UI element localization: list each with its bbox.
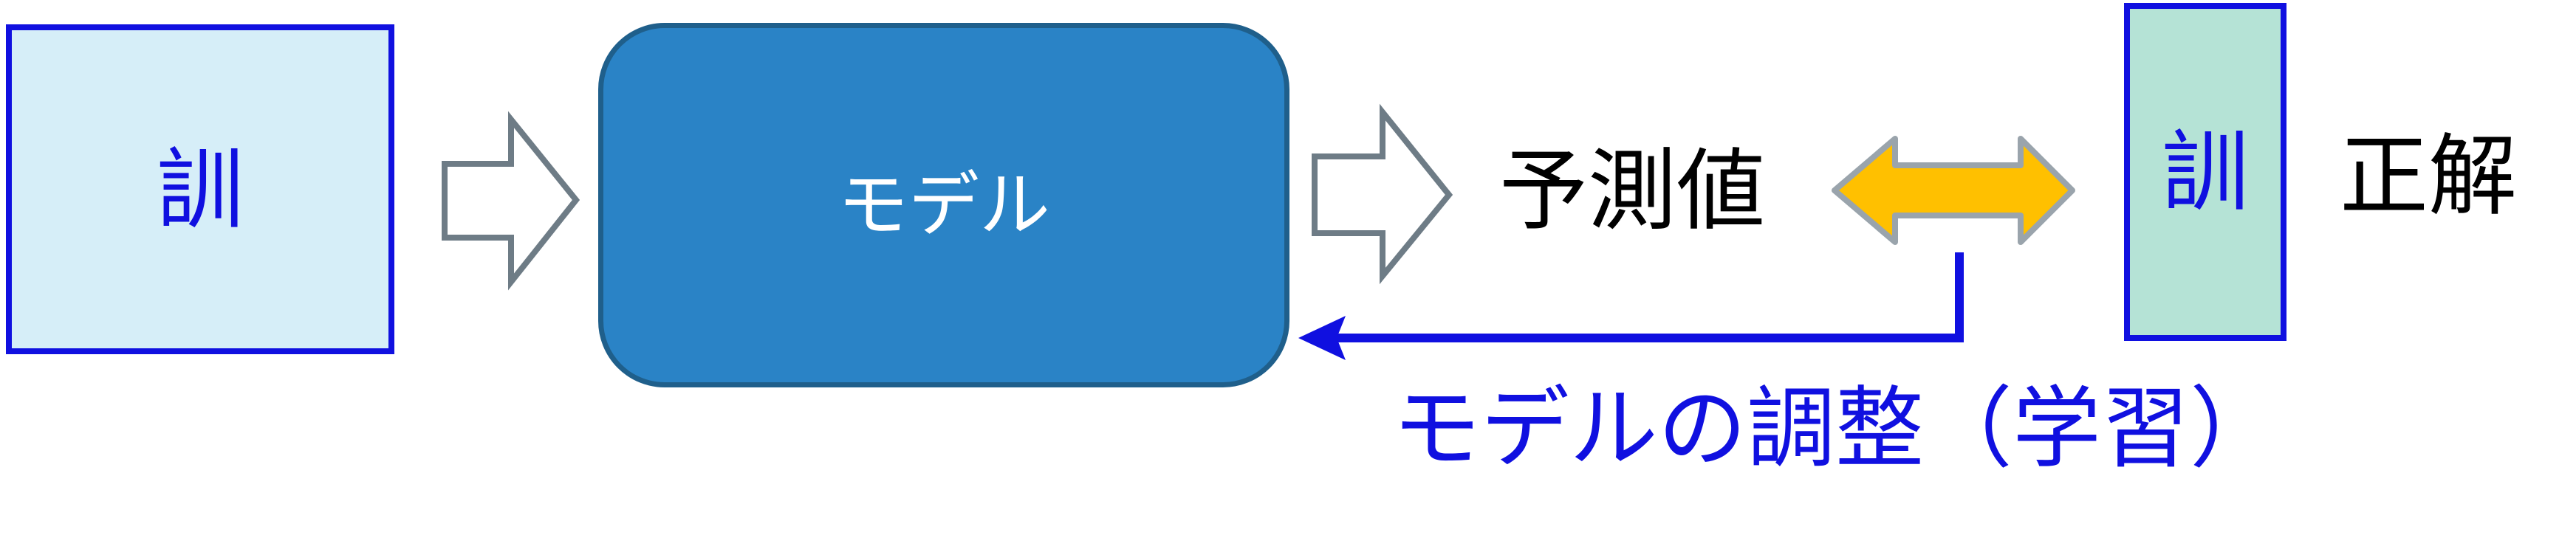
correct-label-box: 訓 (2124, 3, 2286, 341)
feedback-arrowhead (1298, 316, 1346, 360)
answer-label: 正解 (2340, 125, 2517, 228)
correct-label-label: 訓 (2161, 121, 2249, 223)
model-box: モデル (598, 23, 1289, 387)
model-to-prediction-arrow (1312, 103, 1453, 285)
training-data-box: 訓 (6, 24, 394, 354)
prediction-label: 予測値 (1499, 140, 1765, 243)
model-adjustment-label: モデルの調整（学習） (1392, 378, 2278, 480)
training-data-label: 訓 (156, 138, 244, 241)
input-to-model-arrow (442, 111, 580, 291)
comparison-double-arrow (1832, 136, 2075, 245)
feedback-line (1322, 252, 1964, 342)
model-label: モデル (837, 164, 1050, 246)
